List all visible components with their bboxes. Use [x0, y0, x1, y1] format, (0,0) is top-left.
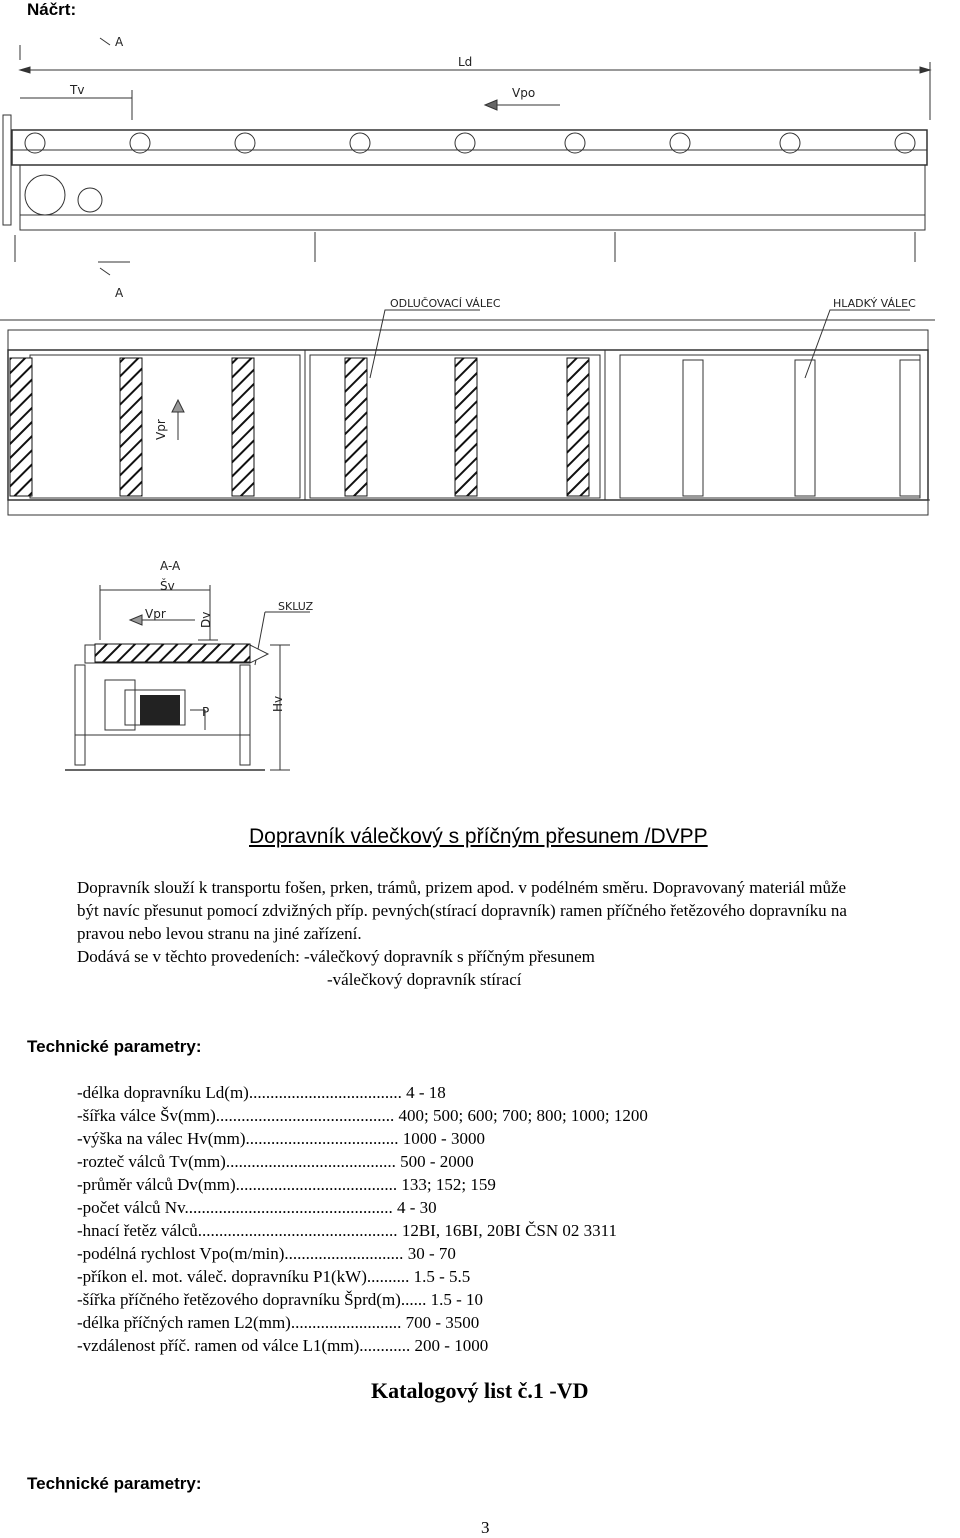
label-a-top: A	[115, 35, 124, 49]
label-skluz: SKLUZ	[278, 600, 314, 613]
description-line-5: -válečkový dopravník stírací	[327, 970, 522, 989]
page-number: 3	[481, 1518, 490, 1537]
label-a-bottom: A	[115, 286, 124, 300]
param-row: -vzdálenost příč. ramen od válce L1(mm).…	[77, 1334, 648, 1357]
param-label: -rozteč válců Tv(mm)....................…	[77, 1152, 396, 1171]
param-value: 4 - 30	[396, 1198, 437, 1217]
param-value: 1.5 - 10	[430, 1290, 484, 1309]
description: Dopravník slouží k transportu fošen, prk…	[77, 876, 957, 991]
param-value: 12BI, 16BI, 20BI ČSN 02 3311	[401, 1221, 618, 1240]
param-row: -délka příčných ramen L2(mm)............…	[77, 1311, 648, 1334]
catalog-title: Katalogový list č.1 -VD	[371, 1378, 589, 1403]
description-line-2: být navíc přesunut pomocí zdvižných příp…	[77, 901, 847, 920]
label-vpo: Vpo	[512, 86, 535, 100]
label-vpr-top: Vpr	[154, 419, 168, 440]
param-label: -průměr válců Dv(mm)....................…	[77, 1175, 398, 1194]
param-label: -šířka válce Šv(mm).....................…	[77, 1106, 395, 1125]
param-row: -výška na válec Hv(mm)..................…	[77, 1127, 648, 1150]
param-value: 200 - 1000	[414, 1336, 489, 1355]
label-sv: Šv	[160, 578, 175, 593]
label-section-aa: A-A	[160, 559, 181, 573]
label-tv: Tv	[69, 83, 84, 97]
section-roller	[94, 643, 251, 663]
label-hladky-valec: HLADKÝ VÁLEC	[833, 297, 916, 310]
param-row: -šířka válce Šv(mm).....................…	[77, 1104, 648, 1127]
param-row: -počet válců Nv.........................…	[77, 1196, 648, 1219]
param-row: -délka dopravníku Ld(m).................…	[77, 1081, 648, 1104]
param-row: -rozteč válců Tv(mm)....................…	[77, 1150, 648, 1173]
param-label: -výška na válec Hv(mm)..................…	[77, 1129, 399, 1148]
description-line-3: pravou nebo levou stranu na jiné zařízen…	[77, 924, 362, 943]
label-p: P	[202, 705, 209, 719]
motor-icon	[140, 695, 180, 725]
params-list: -délka dopravníku Ld(m).................…	[77, 1081, 648, 1357]
side-rollers	[24, 132, 916, 154]
param-row: -šířka příčného řetězového dopravníku Šp…	[77, 1288, 648, 1311]
param-value: 400; 500; 600; 700; 800; 1000; 1200	[398, 1106, 648, 1125]
param-value: 30 - 70	[407, 1244, 456, 1263]
sketch-heading: Náčrt:	[27, 0, 77, 19]
param-row: -příkon el. mot. váleč. dopravníku P1(kW…	[77, 1265, 648, 1288]
param-row: -podélná rychlost Vpo(m/min)............…	[77, 1242, 648, 1265]
description-line-1: Dopravník slouží k transportu fošen, prk…	[77, 878, 847, 897]
param-row: -průměr válců Dv(mm)....................…	[77, 1173, 648, 1196]
param-value: 133; 152; 159	[401, 1175, 496, 1194]
params-heading-2: Technické parametry:	[27, 1474, 202, 1493]
param-row: -hnací řetěz válců......................…	[77, 1219, 648, 1242]
param-value: 4 - 18	[406, 1083, 446, 1102]
label-odlucovaci-valec: ODLUČOVACÍ VÁLEC	[390, 297, 501, 310]
param-label: -hnací řetěz válců......................…	[77, 1221, 398, 1240]
label-ld: Ld	[458, 55, 472, 69]
param-label: -délka příčných ramen L2(mm)............…	[77, 1313, 402, 1332]
description-line-4: Dodává se v těchto provedeních: -válečko…	[77, 947, 595, 966]
document-title: Dopravník válečkový s příčným přesunem /…	[249, 825, 708, 848]
param-label: -počet válců Nv.........................…	[77, 1198, 393, 1217]
label-hv: Hv	[271, 696, 285, 712]
param-label: -délka dopravníku Ld(m).................…	[77, 1083, 402, 1102]
odlucovaci-rollers	[9, 357, 590, 497]
label-dv: Dv	[199, 612, 213, 628]
param-label: -šířka příčného řetězového dopravníku Šp…	[77, 1290, 427, 1309]
param-label: -příkon el. mot. váleč. dopravníku P1(kW…	[77, 1267, 410, 1286]
label-vpr-section: Vpr	[145, 607, 166, 621]
technical-drawing: Ld Tv Vpo A A ODLUČOVACÍ VÁLEC HLADKÝ VÁ…	[0, 35, 935, 771]
param-label: -vzdálenost příč. ramen od válce L1(mm).…	[77, 1336, 411, 1355]
param-value: 500 - 2000	[400, 1152, 474, 1171]
param-value: 700 - 3500	[405, 1313, 480, 1332]
param-label: -podélná rychlost Vpo(m/min)............…	[77, 1244, 404, 1263]
param-value: 1.5 - 5.5	[413, 1267, 471, 1286]
param-value: 1000 - 3000	[402, 1129, 485, 1148]
params-heading: Technické parametry:	[27, 1037, 202, 1056]
